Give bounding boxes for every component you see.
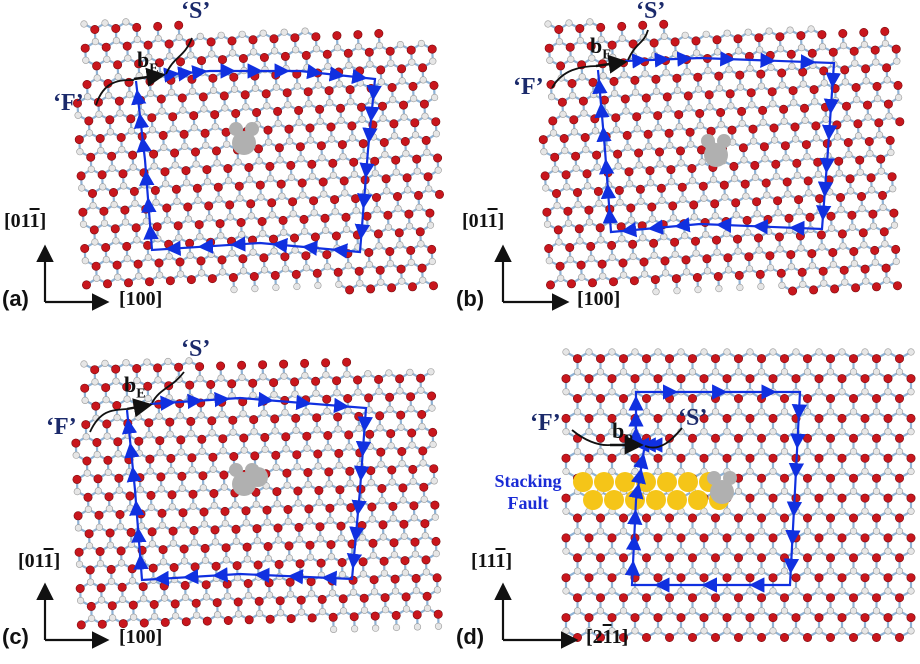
panel-c-finish-tag: ‘F’ — [46, 414, 77, 441]
panel-c-axis-vertical: [011] — [18, 550, 60, 573]
panel-a-lattice — [73, 19, 443, 294]
stacking-fault-atom — [688, 490, 708, 510]
panel-b-label: (b) — [456, 286, 484, 312]
lattice-layer — [72, 19, 916, 642]
panel-a-axis-vertical: [011] — [4, 210, 46, 233]
panel-d-start-tag: ‘S’ — [678, 405, 707, 432]
stacking-fault-atom — [594, 472, 614, 492]
panel-d-burgers-vector: bP — [612, 418, 633, 448]
panel-c-axis-horizontal: [100] — [119, 626, 162, 649]
panel-b-axis-vertical: [011] — [462, 210, 504, 233]
stacking-fault-atom — [678, 472, 698, 492]
stacking-fault-atom — [583, 490, 603, 510]
panel-d-axis-horizontal: [211] — [586, 626, 628, 649]
stacking-fault-atom — [667, 490, 687, 510]
stacking-fault-atom — [604, 490, 624, 510]
panel-a-axis-horizontal: [100] — [119, 288, 162, 311]
panel-b-axis-horizontal: [100] — [577, 288, 620, 311]
panel-b-burgers-vector: bE — [590, 33, 612, 63]
panel-b-start-tag: ‘S’ — [636, 0, 665, 25]
panel-c-axes — [45, 586, 106, 640]
panel-c-burgers-vector: bE — [124, 372, 146, 402]
panel-d-axis-vertical: [111] — [471, 550, 512, 573]
panel-b-finish-tag: ‘F’ — [513, 74, 544, 101]
panel-a-finish-tag: ‘F’ — [53, 90, 84, 117]
panel-a-start-tag: ‘S’ — [181, 0, 210, 25]
panel-a-label: (a) — [2, 286, 29, 312]
panel-d-finish-tag: ‘F’ — [530, 410, 561, 437]
panel-b-axes — [503, 248, 566, 302]
panel-c-label: (c) — [2, 624, 29, 650]
stacking-fault-atom — [657, 472, 677, 492]
panel-a-burgers-circuit — [136, 71, 375, 252]
stacking-fault-atom — [615, 472, 635, 492]
stacking-fault-atom — [573, 472, 593, 492]
panel-c-start-tag: ‘S’ — [181, 336, 210, 363]
panel-a-burgers-vector: bE — [137, 47, 159, 77]
panel-c-dislocation-core-extra — [248, 467, 268, 487]
panel-d-label: (d) — [456, 624, 484, 650]
stacking-fault-atom — [646, 490, 666, 510]
